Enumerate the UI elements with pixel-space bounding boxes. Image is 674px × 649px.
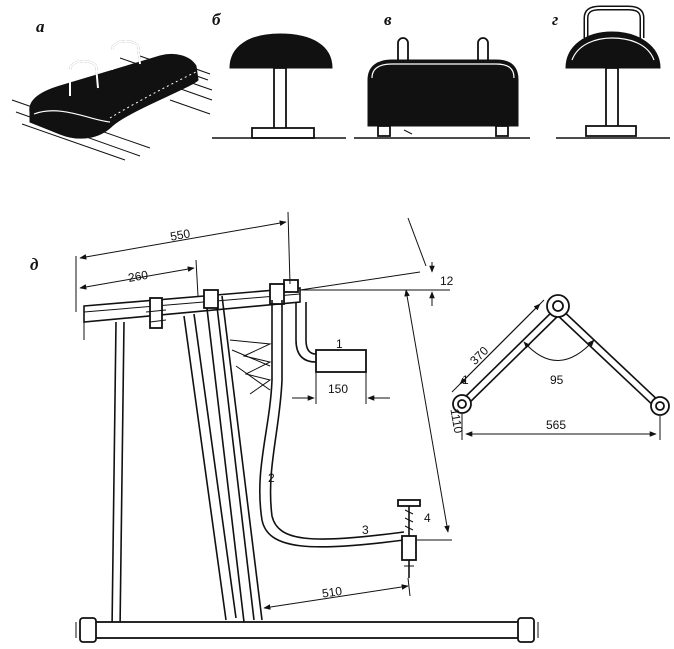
dim-550: 550: [169, 226, 191, 243]
dim-565: 565: [546, 418, 566, 432]
angle-scheme: [451, 294, 670, 440]
part-label-2: 2: [268, 471, 275, 485]
part-label-1: 1: [336, 337, 343, 351]
dim-95: 95: [550, 373, 564, 387]
dim-12: 12: [440, 274, 454, 288]
dim-370: 370: [467, 343, 491, 367]
dim-1110: 1110: [447, 407, 465, 434]
label-view-d: д: [30, 255, 39, 274]
view-b-side: [212, 33, 346, 139]
view-g-end: [556, 5, 670, 139]
view-d-frame: [75, 211, 539, 643]
view-v-front: [354, 37, 530, 139]
label-view-g: г: [552, 10, 558, 29]
label-view-b: б: [212, 10, 222, 29]
label-view-v: в: [384, 10, 392, 29]
view-a-pommel-horse-perspective: [11, 40, 213, 161]
dim-150: 150: [328, 382, 348, 396]
part-label-3: 3: [362, 523, 369, 537]
label-view-a: а: [36, 17, 45, 36]
scheme-part-label-1: 1: [462, 373, 469, 387]
dim-260: 260: [127, 268, 149, 285]
dim-510: 510: [321, 584, 343, 601]
part-label-4: 4: [424, 511, 431, 525]
